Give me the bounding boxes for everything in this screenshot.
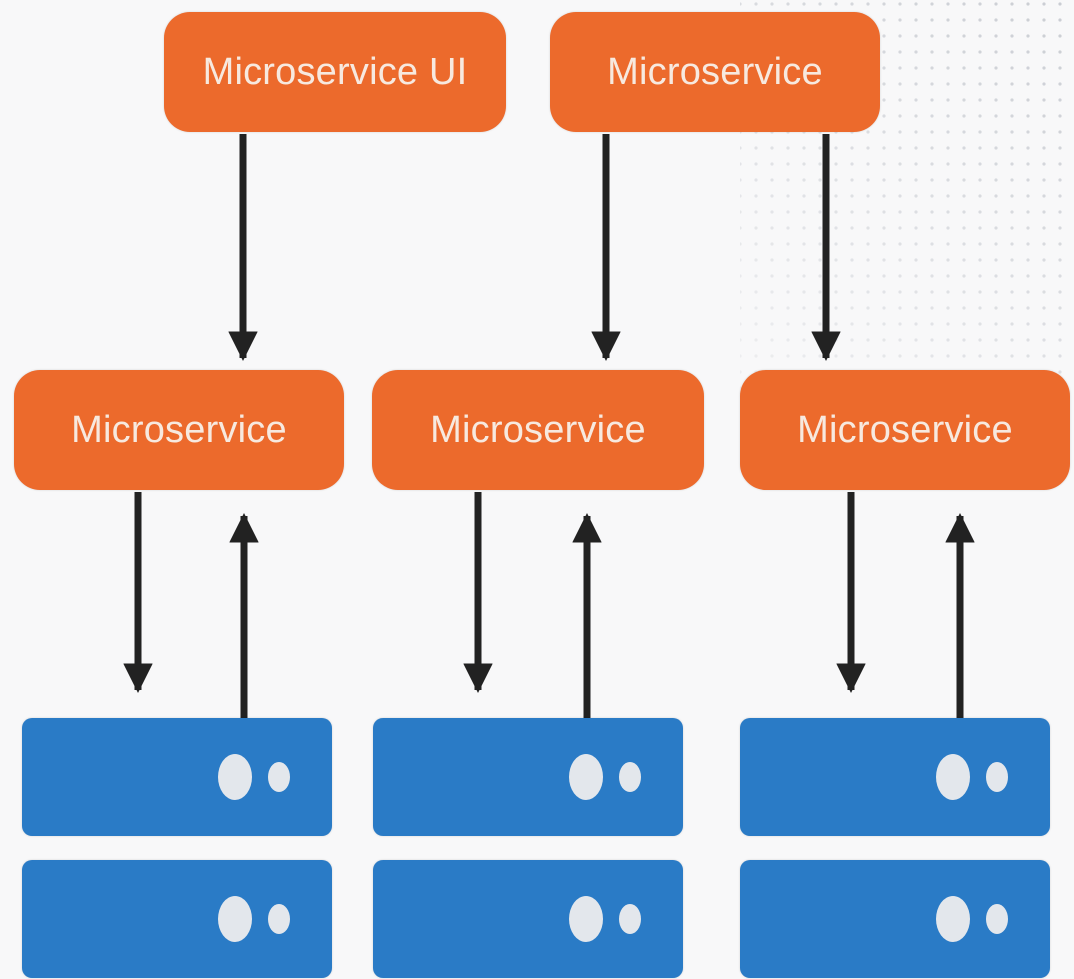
microservice-node: Microservice: [14, 370, 344, 490]
status-led-icon: [569, 754, 603, 800]
server-icon: [373, 860, 683, 978]
node-label: Microservice: [797, 408, 1013, 451]
status-led-icon: [936, 754, 970, 800]
server-icon: [22, 718, 332, 836]
status-led-icon: [986, 904, 1008, 934]
microservice-node: Microservice: [740, 370, 1070, 490]
status-led-icon: [619, 762, 641, 792]
status-led-icon: [218, 754, 252, 800]
server-icon: [22, 860, 332, 978]
status-led-icon: [619, 904, 641, 934]
status-led-icon: [936, 896, 970, 942]
status-led-icon: [569, 896, 603, 942]
server-icon: [740, 860, 1050, 978]
status-led-icon: [218, 896, 252, 942]
server-icon: [740, 718, 1050, 836]
status-led-icon: [986, 762, 1008, 792]
status-led-icon: [268, 762, 290, 792]
microservice-node: Microservice: [550, 12, 880, 132]
server-icon: [373, 718, 683, 836]
microservice-node: Microservice: [372, 370, 704, 490]
node-label: Microservice UI: [202, 50, 468, 93]
status-led-icon: [268, 904, 290, 934]
node-label: Microservice: [71, 408, 287, 451]
node-label: Microservice: [607, 50, 823, 93]
microservice-ui-node: Microservice UI: [164, 12, 506, 132]
node-label: Microservice: [430, 408, 646, 451]
